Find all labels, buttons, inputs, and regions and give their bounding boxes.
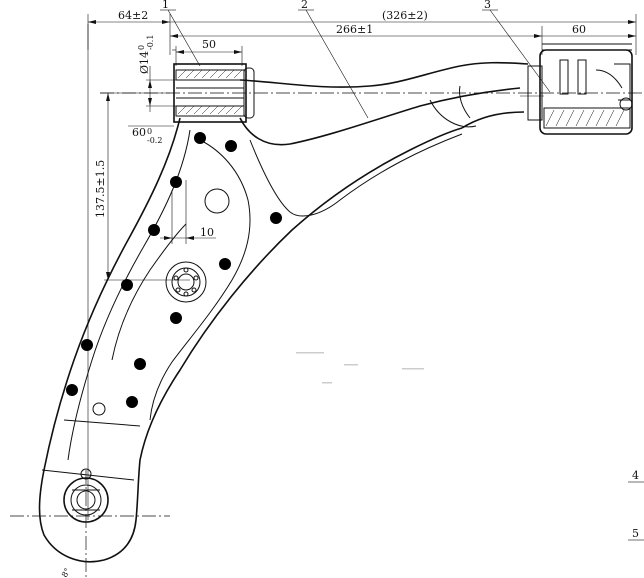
- callout-leaders: [160, 9, 644, 541]
- callout-4: 4: [632, 469, 639, 482]
- dim-vertical-distance: 137.5±1.5: [94, 160, 107, 218]
- left-dimensions: [87, 24, 216, 520]
- dim-angle-small: 8°: [60, 567, 72, 578]
- right-bushing: [520, 43, 633, 135]
- dim-bush-length-tol: 0-0.2: [147, 127, 162, 145]
- control-arm-body: [38, 61, 529, 563]
- dim-bush-right-width: 60: [572, 23, 586, 36]
- dim-boss-offset: 10: [200, 226, 214, 239]
- scan-specks: [296, 352, 424, 384]
- ball-joint: [63, 468, 109, 523]
- callout-1: 1: [162, 0, 169, 11]
- dim-bush-length: 60: [132, 126, 146, 139]
- dim-overall-length: (326±2): [382, 9, 428, 22]
- callout-3: 3: [484, 0, 491, 11]
- dim-bush-left-width: 50: [202, 38, 216, 51]
- dim-bush-diameter: Ø14: [138, 51, 151, 74]
- weld-dots: [66, 132, 282, 408]
- callout-5: 5: [632, 527, 639, 540]
- dim-bush-diameter-tol: 0-0.1: [137, 35, 155, 50]
- left-bushing: [173, 63, 255, 123]
- callout-2: 2: [301, 0, 308, 11]
- dim-center-distance: 266±1: [336, 23, 373, 36]
- top-dimensions: [87, 14, 637, 66]
- dim-offset-top: 64±2: [118, 9, 148, 22]
